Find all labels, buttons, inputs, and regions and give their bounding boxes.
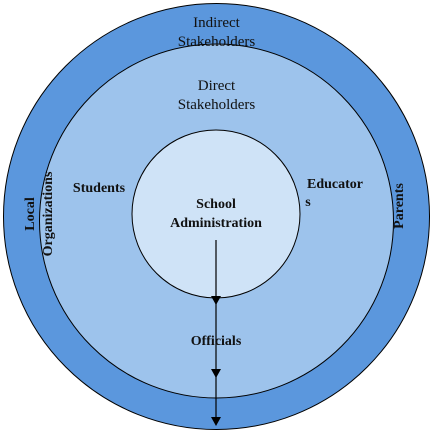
outer-title-line1: Indirect (193, 15, 240, 31)
arrowhead-outer (211, 417, 221, 426)
middle-title-line1: Direct (198, 78, 236, 94)
arrowhead-inner (211, 296, 221, 305)
officials-label: Officials (191, 334, 242, 349)
educators-label-line2: s (305, 195, 311, 210)
local-organizations-label: Local Organizations (23, 171, 56, 256)
school-label: School (196, 197, 236, 212)
students-label: Students (73, 181, 126, 196)
outer-title-line2: Stakeholders (178, 34, 256, 50)
local-organizations-line1: Local (23, 197, 38, 231)
arrowhead-middle (211, 369, 221, 378)
parents-label: Parents (392, 183, 407, 229)
middle-title-line2: Stakeholders (178, 97, 256, 113)
administration-label: Administration (170, 216, 262, 231)
parents-label-group: Parents (392, 183, 407, 229)
educators-label-line1: Educator (307, 177, 363, 192)
local-organizations-line2: Organizations (41, 171, 56, 256)
